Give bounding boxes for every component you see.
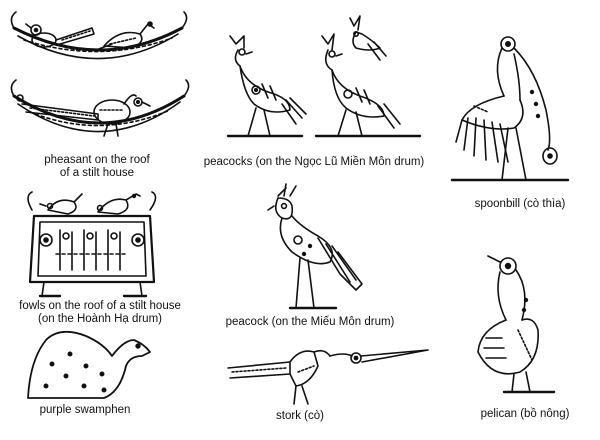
peacocks-ngoc-lu <box>226 15 422 138</box>
caption-pheasant-line2: of a stilt house <box>59 167 135 179</box>
caption-pheasant-line1: pheasant on the roof <box>44 154 150 166</box>
spoonbill-drawing <box>450 36 570 182</box>
caption-spoonbill: spoonbill (cò thìa) <box>474 198 566 210</box>
caption-purple-swamphen: purple swamphen <box>39 404 131 416</box>
purple-swamphen-drawing <box>27 330 151 399</box>
stork-drawing <box>227 349 429 405</box>
pelican-drawing <box>477 255 556 394</box>
caption-peacocks-ngoc-lu: peacocks (on the Ngọc Lũ Miền Môn drum) <box>203 156 425 168</box>
fowls-on-stilt-house <box>27 191 157 298</box>
caption-fowls-line2: (on the Hoành Hạ drum) <box>37 313 162 325</box>
caption-fowls-line1: fowls on the roof of a stilt house <box>19 300 181 312</box>
caption-pheasant: pheasant on the roof of a stilt house <box>12 154 182 180</box>
pheasant-on-roof-upper <box>10 11 188 60</box>
caption-peacock-mieu-mon: peacock (on the Miếu Môn drum) <box>225 316 395 328</box>
caption-stork: stork (cò) <box>276 410 324 422</box>
peacock-mieu-mon <box>267 183 363 310</box>
pheasant-on-roof-lower <box>10 79 190 137</box>
caption-pelican: pelican (bồ nông) <box>480 408 570 420</box>
caption-fowls: fowls on the roof of a stilt house (on t… <box>0 300 200 326</box>
